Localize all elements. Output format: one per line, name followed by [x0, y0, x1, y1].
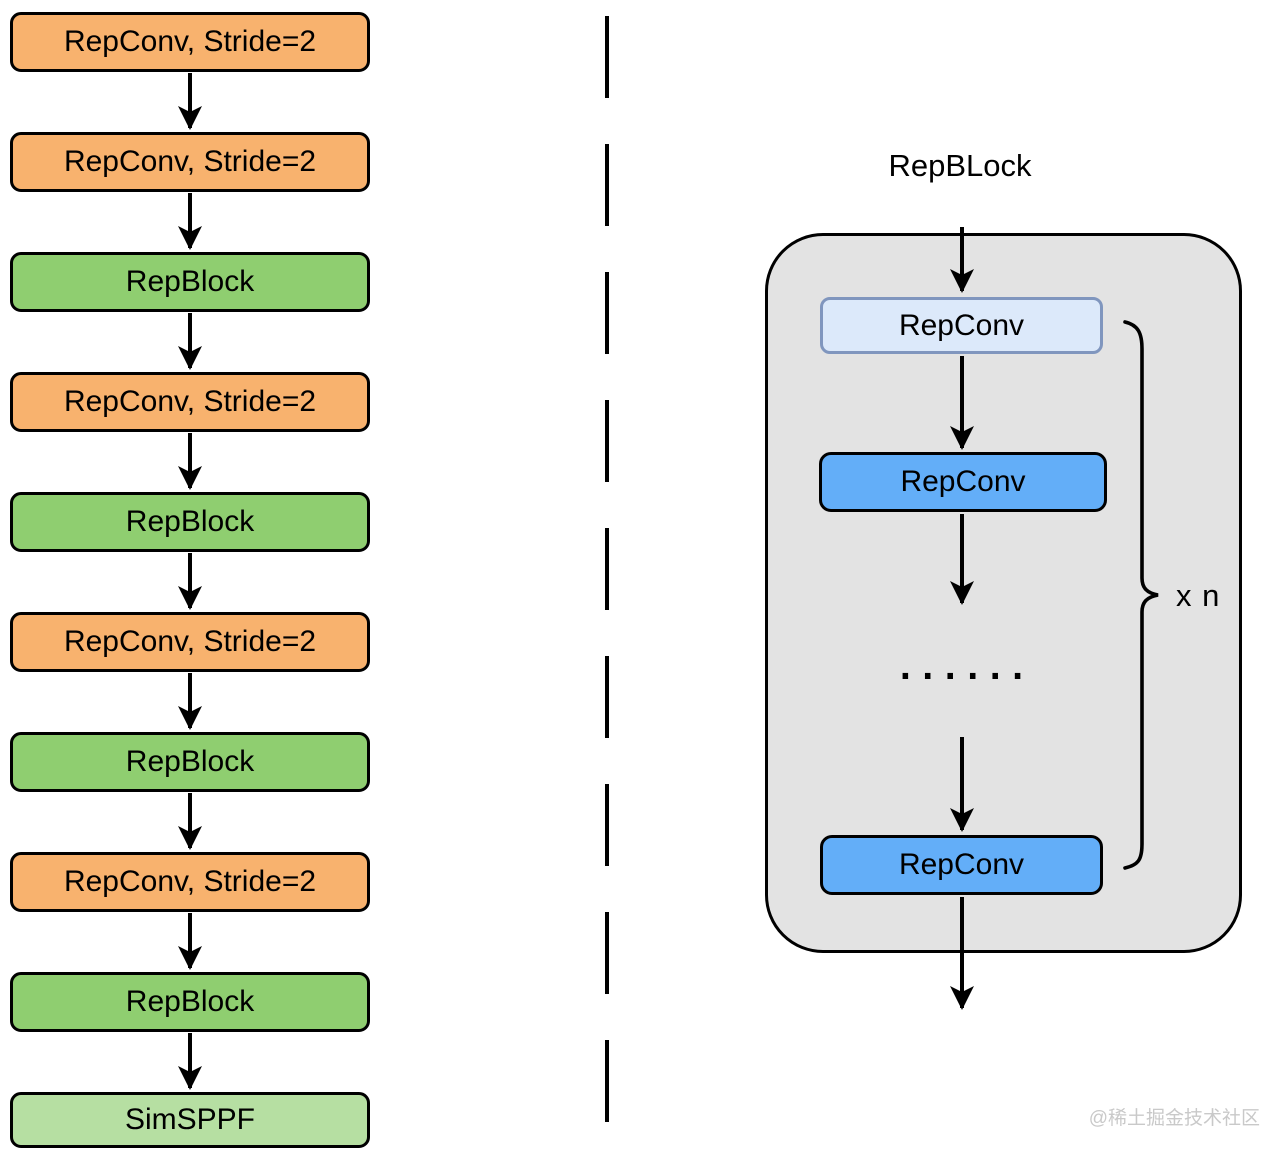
node-repconv-stride2-4: RepConv, Stride=2 [10, 612, 370, 672]
repblock-detail-title: RepBLock [888, 148, 1032, 183]
detail-ellipsis-dots: ...... [895, 648, 1030, 688]
detail-node-repconv-mid: RepConv [819, 452, 1107, 512]
node-repconv-stride2-5: RepConv, Stride=2 [10, 852, 370, 912]
node-repconv-stride2-3: RepConv, Stride=2 [10, 372, 370, 432]
node-repblock-4: RepBlock [10, 972, 370, 1032]
node-simsppf: SimSPPF [10, 1092, 370, 1148]
detail-node-repconv-first: RepConv [820, 297, 1103, 354]
node-repconv-stride2-1: RepConv, Stride=2 [10, 12, 370, 72]
repeat-brace [1123, 320, 1159, 870]
node-repblock-3: RepBlock [10, 732, 370, 792]
watermark-text: @稀土掘金技术社区 [1088, 1108, 1260, 1129]
detail-node-repconv-last: RepConv [820, 835, 1103, 895]
node-repblock-1: RepBlock [10, 252, 370, 312]
node-repblock-2: RepBlock [10, 492, 370, 552]
repeat-count-label: x n [1176, 578, 1221, 613]
node-repconv-stride2-2: RepConv, Stride=2 [10, 132, 370, 192]
